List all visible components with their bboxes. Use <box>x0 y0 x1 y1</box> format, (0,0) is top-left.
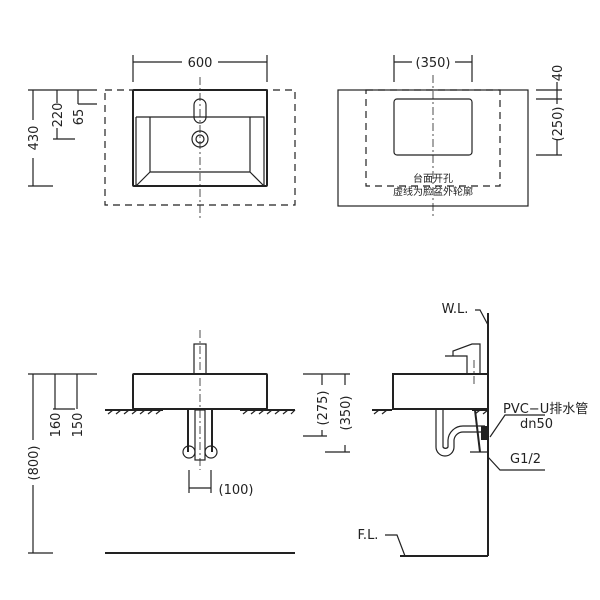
basin-front <box>132 373 268 410</box>
dim-65: 65 <box>72 109 87 126</box>
dim-800: (800) <box>27 446 42 481</box>
dim-100: (100) <box>219 483 254 498</box>
drain-icon <box>191 130 209 148</box>
dim-430: 430 <box>27 126 42 151</box>
pipe-size: dn50 <box>520 417 553 432</box>
side-view: W.L. PVC−U排水管 dn50 G1/2 F.L. <box>358 302 588 557</box>
valve-icon <box>204 445 218 459</box>
dim-width-600: 600 <box>188 56 213 71</box>
dim-150: 150 <box>71 413 86 438</box>
dim-40: 40 <box>551 65 566 82</box>
top-view: 600 430 220 65 <box>27 55 296 218</box>
dim-350: (350) <box>339 396 354 431</box>
wall-label: W.L. <box>442 302 469 317</box>
note-cutout: 台面开孔 <box>413 172 453 185</box>
dim-275: (275) <box>316 391 331 426</box>
front-view: (100) (800) 160 150 (275) (350) <box>27 330 354 554</box>
dim-160: 160 <box>49 413 64 438</box>
basin-side <box>392 373 489 410</box>
dim-350: (350) <box>416 56 451 71</box>
valve-icon <box>182 445 196 459</box>
pipe-connector <box>481 426 489 440</box>
cutout-view: (350) 台面开孔 虚线为脸盆外轮廓 40 (250) <box>337 55 566 218</box>
pipe-label: PVC−U排水管 <box>503 402 588 417</box>
dim-250: (250) <box>551 107 566 142</box>
supply-label: G1/2 <box>510 452 541 467</box>
dim-220: 220 <box>51 103 66 128</box>
faucet-icon <box>193 98 207 124</box>
note-dashed-outline: 虚线为脸盆外轮廓 <box>393 185 473 198</box>
floor-label: F.L. <box>358 528 379 543</box>
p-trap <box>435 410 485 457</box>
